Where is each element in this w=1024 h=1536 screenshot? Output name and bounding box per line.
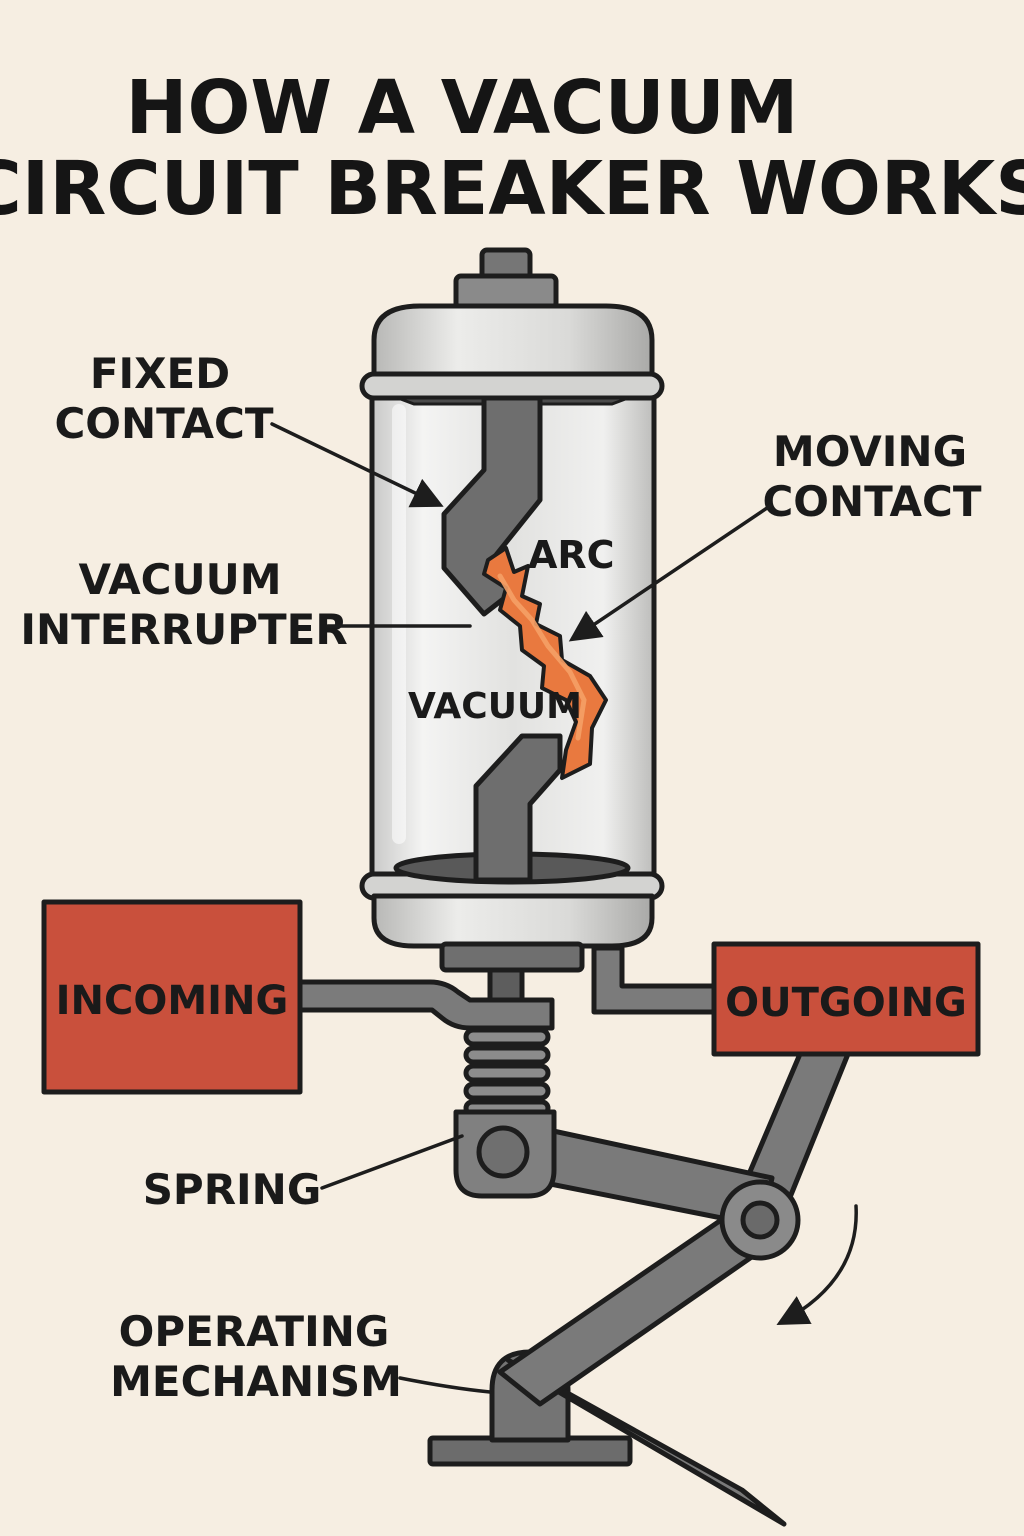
outgoing-conductor xyxy=(591,945,719,1015)
vacuum-label: VACUUM xyxy=(408,686,582,727)
operating-mechanism xyxy=(427,1051,851,1527)
operating-mechanism-leader xyxy=(398,1376,492,1394)
mechanism-elbow-pin xyxy=(740,1200,780,1240)
fixed-contact-label-line-1: FIXED xyxy=(90,349,230,398)
incoming-terminal: INCOMING xyxy=(41,899,303,1095)
moving-contact xyxy=(473,733,563,883)
outgoing-terminal: OUTGOING xyxy=(711,941,981,1057)
bottle-bottom-cap xyxy=(371,893,655,949)
bottle-top-cap xyxy=(371,303,655,383)
vacuum-interrupter-label-line-2: INTERRUPTER xyxy=(20,605,347,654)
fixed-contact-label-line-2: CONTACT xyxy=(54,399,273,448)
outgoing-box xyxy=(711,941,981,1057)
moving-contact-label-line-2: CONTACT xyxy=(762,477,981,526)
spring-label: SPRING xyxy=(143,1165,322,1214)
moving-contact-leader xyxy=(568,504,772,642)
operating-mechanism-label-line-2: MECHANISM xyxy=(110,1357,402,1406)
incoming-label: INCOMING xyxy=(56,978,289,1024)
bottom-terminal-stud xyxy=(439,941,585,973)
spring-assembly xyxy=(453,965,557,1199)
top-terminal-nut xyxy=(453,273,559,311)
clevis-pin xyxy=(476,1125,530,1179)
arc-flame xyxy=(482,546,608,780)
moving-contact-label-line-1: MOVING xyxy=(773,427,967,476)
fixed-contact-leader xyxy=(270,422,444,508)
mechanism-diagonal-arm xyxy=(497,1215,759,1407)
spring-coils xyxy=(463,1027,551,1117)
spring-leader xyxy=(320,1134,464,1190)
incoming-box xyxy=(41,899,303,1095)
vacuum-interrupter-label-line-1: VACUUM xyxy=(79,555,282,604)
arc-label: ARC xyxy=(528,533,615,577)
outgoing-label: OUTGOING xyxy=(725,980,967,1026)
title-line-2: CIRCUIT BREAKER WORKS xyxy=(0,146,1024,232)
bottle-top-ring xyxy=(359,371,665,401)
title-line-1: HOW A VACUUM xyxy=(126,65,799,151)
operating-mechanism-label-line-1: OPERATING xyxy=(119,1307,390,1356)
vacuum-interrupter-bottle: ARC VACUUM xyxy=(359,247,665,973)
incoming-busbar xyxy=(297,979,555,1031)
rotation-arrow-icon xyxy=(776,1204,858,1325)
